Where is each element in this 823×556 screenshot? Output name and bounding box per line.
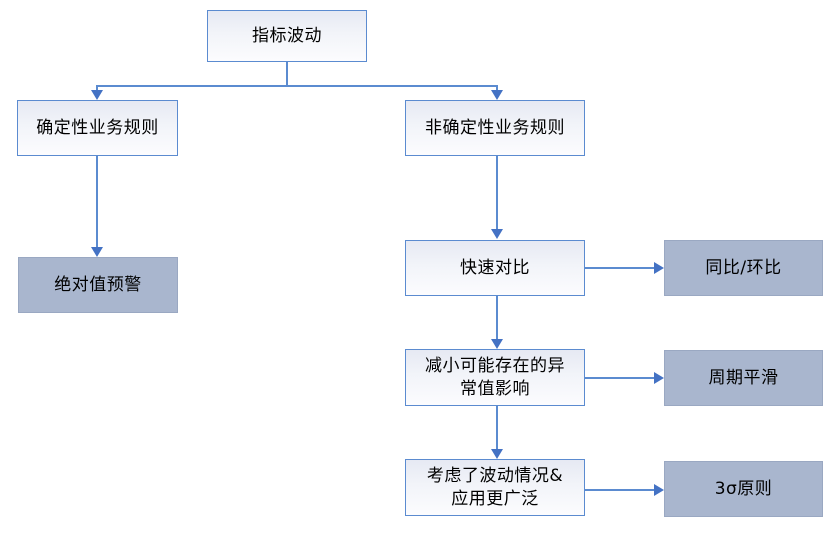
- node-root[interactable]: 指标波动: [207, 10, 367, 62]
- arrowhead-to-nondeterministic: [491, 90, 503, 100]
- node-root-label: 指标波动: [252, 25, 322, 46]
- node-absolute-alert[interactable]: 绝对值预警: [18, 257, 178, 313]
- arrowhead-to-cycle-smoothing: [654, 372, 664, 384]
- node-deterministic-label: 确定性业务规则: [36, 117, 159, 138]
- connector-reduce-outlier-to-cycle-smoothing: [585, 377, 657, 379]
- connector-reduce-outlier-to-consider-volatility: [496, 405, 498, 450]
- node-reduce-outlier-label: 减小可能存在的异 常值影响: [425, 356, 565, 399]
- connector-nondeterministic-to-quick-compare: [496, 155, 498, 230]
- node-consider-volatility-label: 考虑了波动情况& 应用更广泛: [426, 466, 564, 509]
- node-three-sigma[interactable]: 3σ原则: [664, 461, 823, 517]
- connector-quick-compare-to-yoy-mom: [585, 267, 657, 269]
- connector-split-bar: [97, 85, 498, 87]
- node-cycle-smoothing-label: 周期平滑: [708, 367, 779, 388]
- connector-deterministic-to-absolute-alert: [96, 155, 98, 248]
- arrowhead-to-reduce-outlier: [491, 339, 503, 349]
- connector-split-left-drop: [96, 85, 98, 93]
- node-consider-volatility[interactable]: 考虑了波动情况& 应用更广泛: [405, 459, 585, 516]
- connector-split-right-drop: [496, 85, 498, 93]
- arrowhead-to-consider-volatility: [491, 449, 503, 459]
- arrowhead-to-absolute-alert: [91, 247, 103, 257]
- node-nondeterministic-label: 非确定性业务规则: [425, 117, 565, 138]
- arrowhead-to-three-sigma: [654, 484, 664, 496]
- connector-quick-compare-to-reduce-outlier: [496, 295, 498, 340]
- node-cycle-smoothing[interactable]: 周期平滑: [664, 350, 823, 406]
- arrowhead-to-quick-compare: [491, 229, 503, 239]
- node-quick-compare-label: 快速对比: [460, 257, 530, 278]
- connector-consider-volatility-to-three-sigma: [585, 489, 657, 491]
- node-three-sigma-label: 3σ原则: [714, 478, 773, 499]
- connector-root-stem: [286, 61, 288, 86]
- node-nondeterministic[interactable]: 非确定性业务规则: [405, 100, 585, 156]
- node-reduce-outlier[interactable]: 减小可能存在的异 常值影响: [405, 349, 585, 406]
- node-deterministic[interactable]: 确定性业务规则: [17, 100, 178, 156]
- node-yoy-mom-label: 同比/环比: [705, 257, 782, 278]
- node-absolute-alert-label: 绝对值预警: [54, 274, 142, 295]
- node-quick-compare[interactable]: 快速对比: [405, 240, 585, 296]
- arrowhead-to-yoy-mom: [654, 262, 664, 274]
- node-yoy-mom[interactable]: 同比/环比: [664, 240, 823, 296]
- arrowhead-to-deterministic: [91, 90, 103, 100]
